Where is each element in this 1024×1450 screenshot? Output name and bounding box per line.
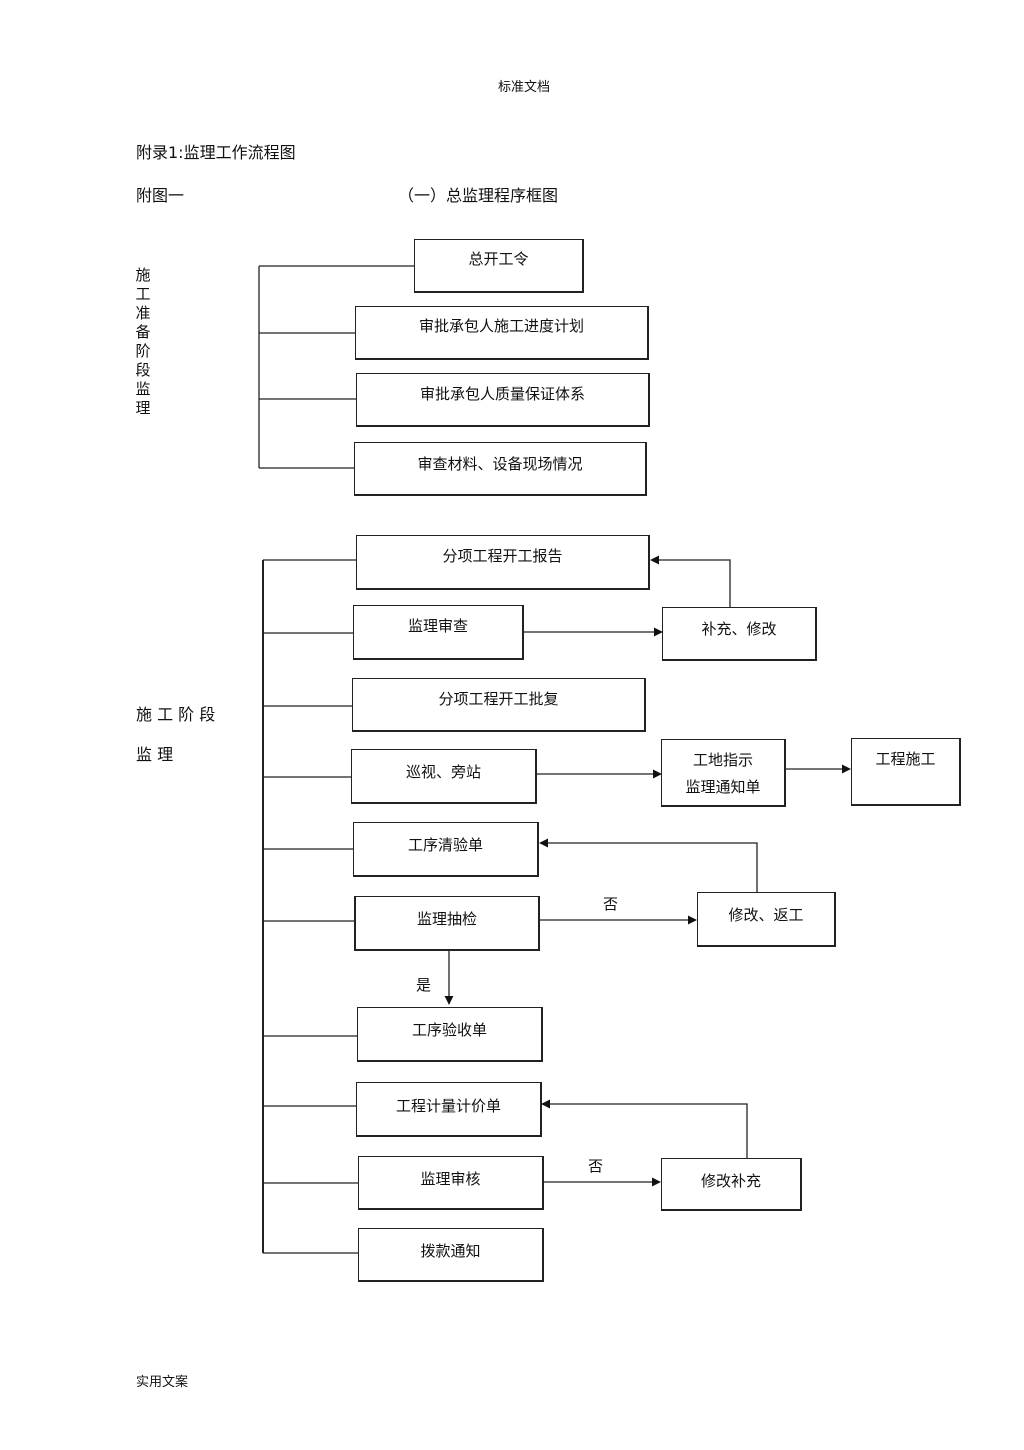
- box-approve-quality: 审批承包人质量保证体系: [356, 373, 650, 427]
- box-construction-label: 工程施工: [875, 750, 936, 768]
- box-site-instruction-line1: 工地指示: [692, 751, 753, 769]
- box-subitem-report: 分项工程开工报告: [356, 535, 650, 590]
- box-modify-rework-label: 修改、返工: [728, 906, 804, 924]
- box-start-order: 总开工令: [414, 239, 584, 293]
- stage1-vertical-label: 施工准备阶段监理: [135, 266, 151, 417]
- arrow-supplement-to-report: [650, 555, 731, 607]
- arrow-rework-to-process-check: [539, 838, 758, 892]
- stage2-label-line2: 监 理: [136, 745, 174, 764]
- box-payment-notice-label: 拨款通知: [420, 1242, 481, 1260]
- box-supplement-modify-label: 补充、修改: [701, 620, 777, 638]
- edge-label-yes: 是: [416, 976, 432, 994]
- box-subitem-approval: 分项工程开工批复: [352, 678, 646, 732]
- chart-title: （一）总监理程序框图: [398, 186, 559, 205]
- box-payment-notice: 拨款通知: [358, 1228, 544, 1282]
- box-check-materials-label: 审查材料、设备现场情况: [417, 455, 583, 473]
- box-approve-schedule: 审批承包人施工进度计划: [355, 306, 649, 360]
- box-measure-price: 工程计量计价单: [356, 1082, 542, 1137]
- figure-label: 附图一: [136, 186, 185, 205]
- box-construction: 工程施工: [851, 738, 961, 806]
- stage2-label-line1: 施 工 阶 段: [136, 705, 216, 724]
- appendix-title: 附录1:监理工作流程图: [136, 143, 296, 162]
- arrow-modsupp-to-measure: [541, 1099, 748, 1158]
- box-audit: 监理审核: [358, 1156, 544, 1210]
- box-start-order-label: 总开工令: [468, 250, 529, 268]
- box-process-check-label: 工序清验单: [407, 836, 483, 854]
- box-audit-label: 监理审核: [420, 1170, 481, 1188]
- page-header: 标准文档: [498, 80, 551, 95]
- box-subitem-approval-label: 分项工程开工批复: [438, 690, 559, 708]
- box-patrol-station-label: 巡视、旁站: [405, 763, 481, 781]
- box-process-acceptance: 工序验收单: [357, 1007, 543, 1062]
- box-supplement-modify: 补充、修改: [662, 607, 817, 661]
- box-spot-check: 监理抽检: [354, 896, 540, 951]
- edge-label-no-2: 否: [588, 1157, 604, 1175]
- box-site-instruction-line2: 监理通知单: [685, 778, 761, 796]
- box-site-instruction: 工地指示 监理通知单: [661, 739, 786, 807]
- box-supervision-review-label: 监理审查: [407, 617, 468, 635]
- box-modify-rework: 修改、返工: [697, 892, 836, 947]
- box-spot-check-label: 监理抽检: [416, 910, 477, 928]
- box-subitem-report-label: 分项工程开工报告: [442, 547, 563, 565]
- edge-label-no-1: 否: [603, 895, 619, 913]
- box-approve-quality-label: 审批承包人质量保证体系: [419, 385, 585, 403]
- box-process-acceptance-label: 工序验收单: [411, 1021, 487, 1039]
- box-process-check: 工序清验单: [353, 822, 539, 877]
- page-footer: 实用文案: [136, 1375, 189, 1390]
- box-patrol-station: 巡视、旁站: [351, 749, 537, 804]
- box-supervision-review: 监理审查: [353, 605, 524, 660]
- box-approve-schedule-label: 审批承包人施工进度计划: [418, 317, 584, 335]
- box-modify-supplement: 修改补充: [661, 1158, 802, 1211]
- box-check-materials: 审查材料、设备现场情况: [354, 442, 647, 496]
- box-measure-price-label: 工程计量计价单: [395, 1097, 501, 1115]
- box-modify-supplement-label: 修改补充: [700, 1172, 761, 1190]
